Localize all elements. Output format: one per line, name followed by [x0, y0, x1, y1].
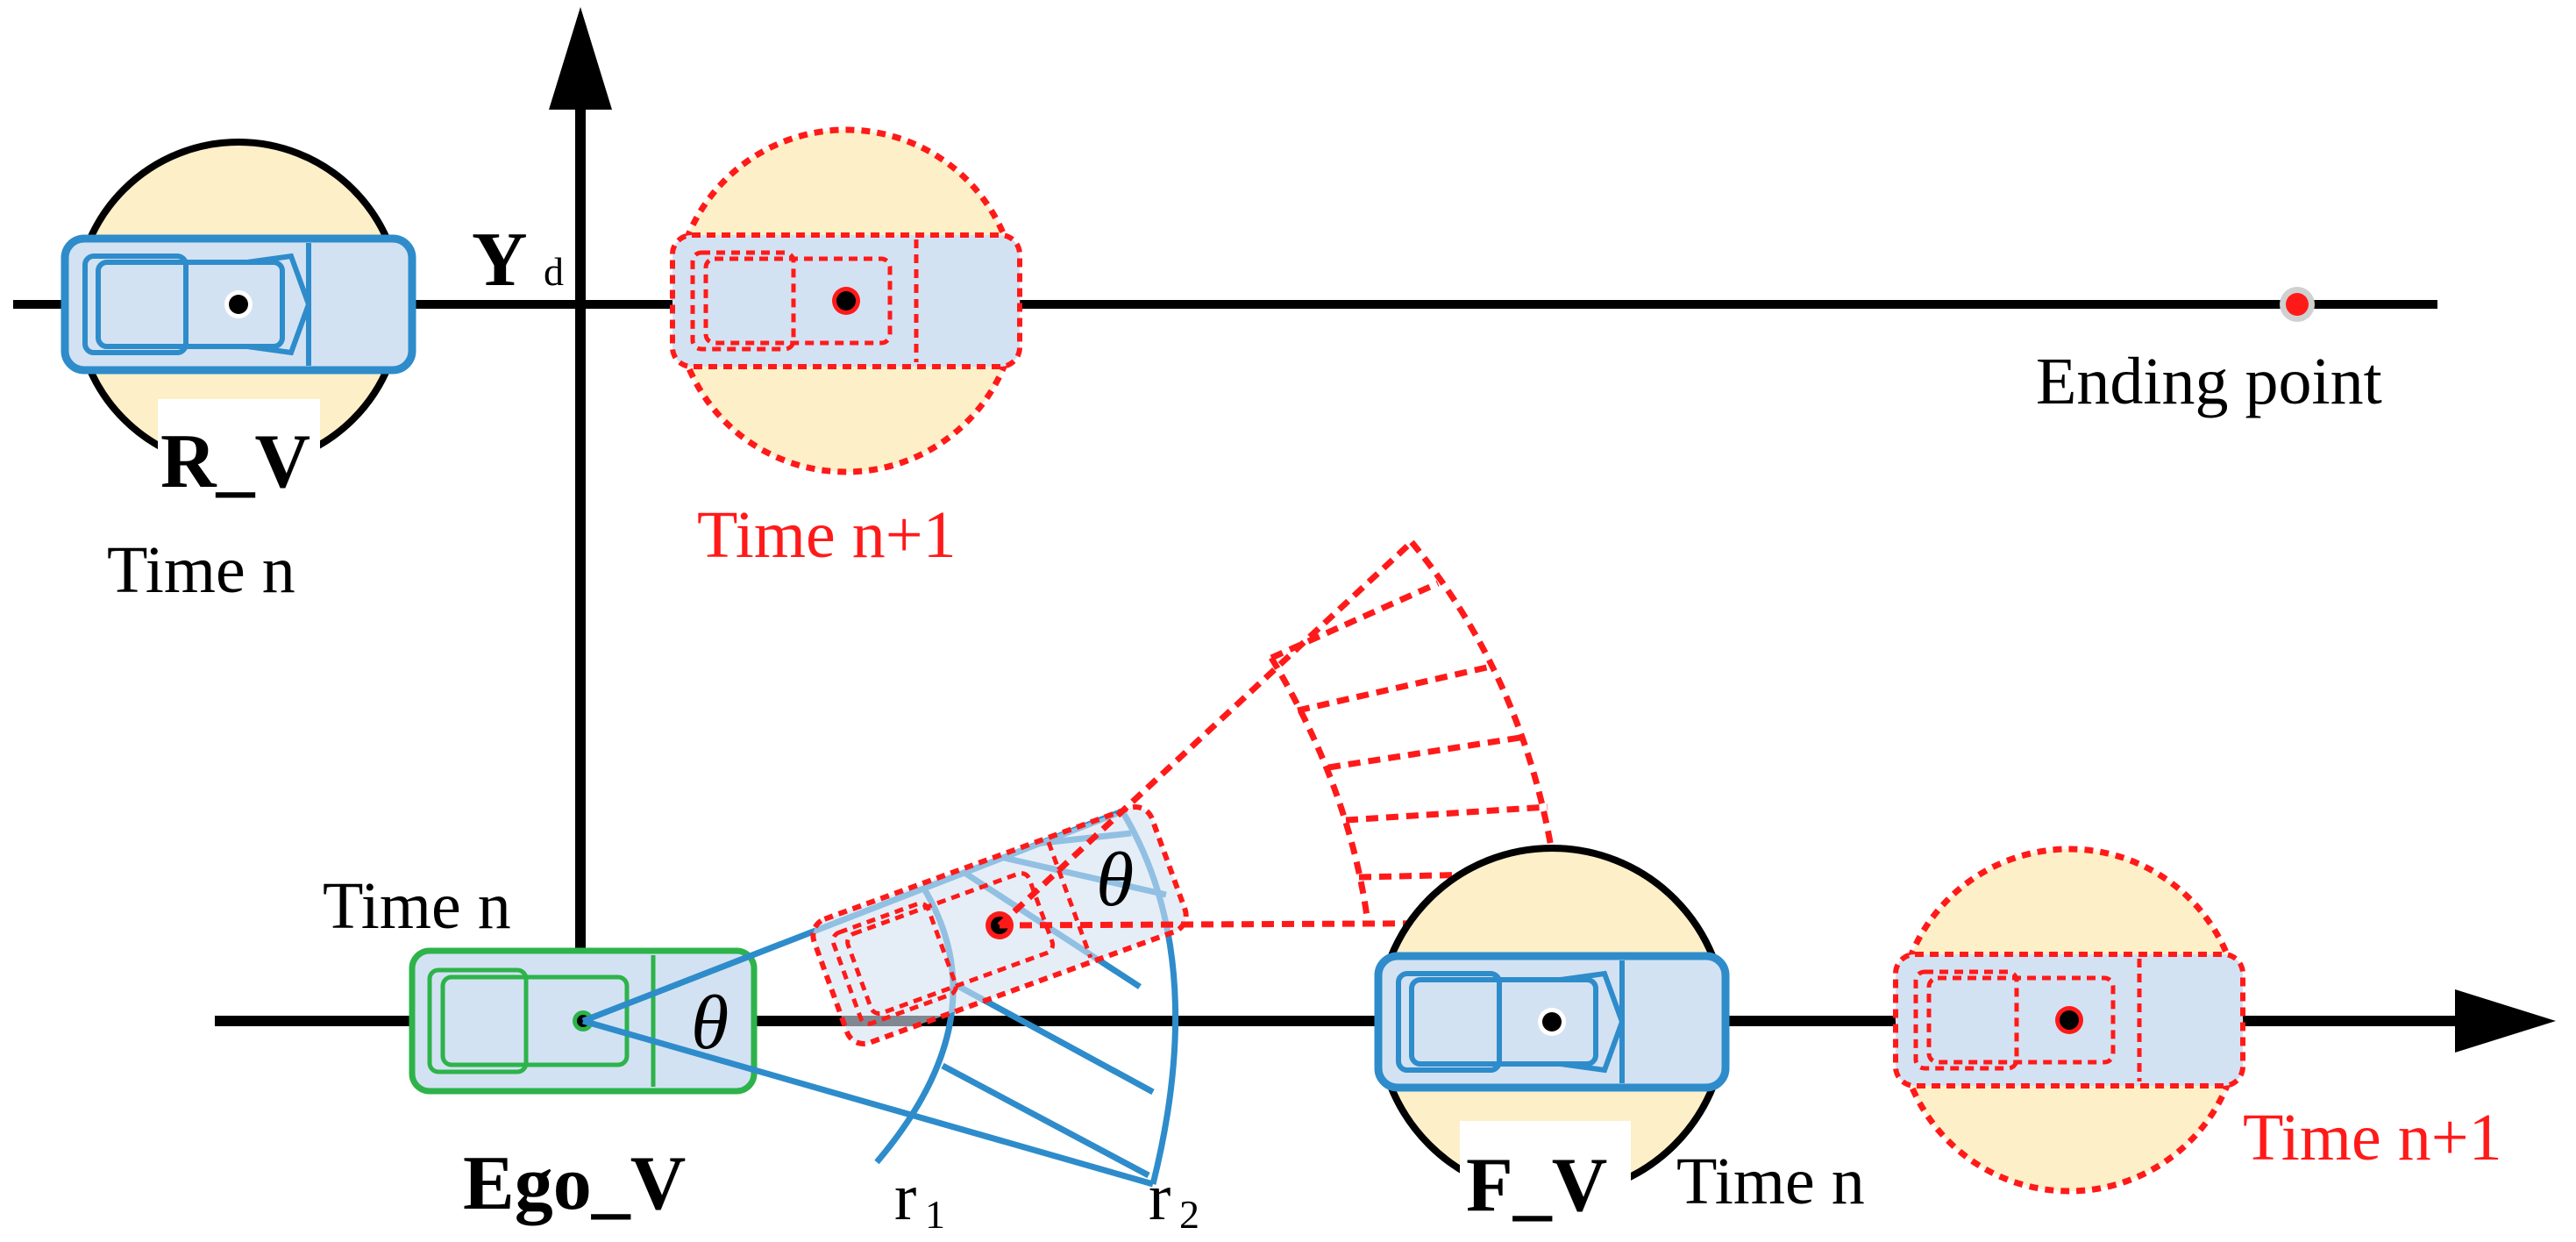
rear-predicted-car-icon [670, 232, 1022, 369]
y-axis-subscript: d [544, 249, 564, 294]
front-vehicle-time-n [1374, 845, 1730, 1226]
rear-vehicle-time: Time n [107, 533, 295, 607]
ending-point-marker [2280, 287, 2315, 322]
rear-vehicle-time-next: Time n+1 [697, 498, 957, 572]
y-axis-arrow-icon [549, 7, 612, 110]
inner-radius-label: r [894, 1160, 916, 1234]
outer-radius-label: r [1149, 1160, 1171, 1234]
inner-radius-subscript: 1 [925, 1192, 945, 1237]
front-vehicle-time-next: Time n+1 [2243, 1101, 2502, 1174]
front-predicted-car-icon [1893, 952, 2245, 1089]
x-axis-arrow-icon [2455, 989, 2556, 1053]
ego-sector-angle: θ [691, 981, 729, 1066]
ego-vehicle-label: Ego_V [463, 1141, 686, 1226]
front-vehicle-time-n1 [1893, 846, 2245, 1195]
rear-vehicle-label: R_V [160, 419, 310, 504]
ending-point-label: Ending point [2036, 345, 2382, 418]
outer-radius-subscript: 2 [1179, 1192, 1199, 1237]
rear-vehicle-time-n [60, 139, 416, 482]
front-vehicle-time: Time n [1676, 1145, 1865, 1218]
front-car-icon [1374, 952, 1730, 1092]
ego-vehicle-time: Time n [323, 869, 511, 943]
rear-car-icon [60, 234, 416, 375]
rear-vehicle-time-n1 [670, 126, 1022, 475]
front-vehicle-label: F_V [1466, 1143, 1607, 1228]
y-axis-label: Y [472, 218, 528, 303]
predicted-sector-angle: θ [1096, 838, 1134, 923]
